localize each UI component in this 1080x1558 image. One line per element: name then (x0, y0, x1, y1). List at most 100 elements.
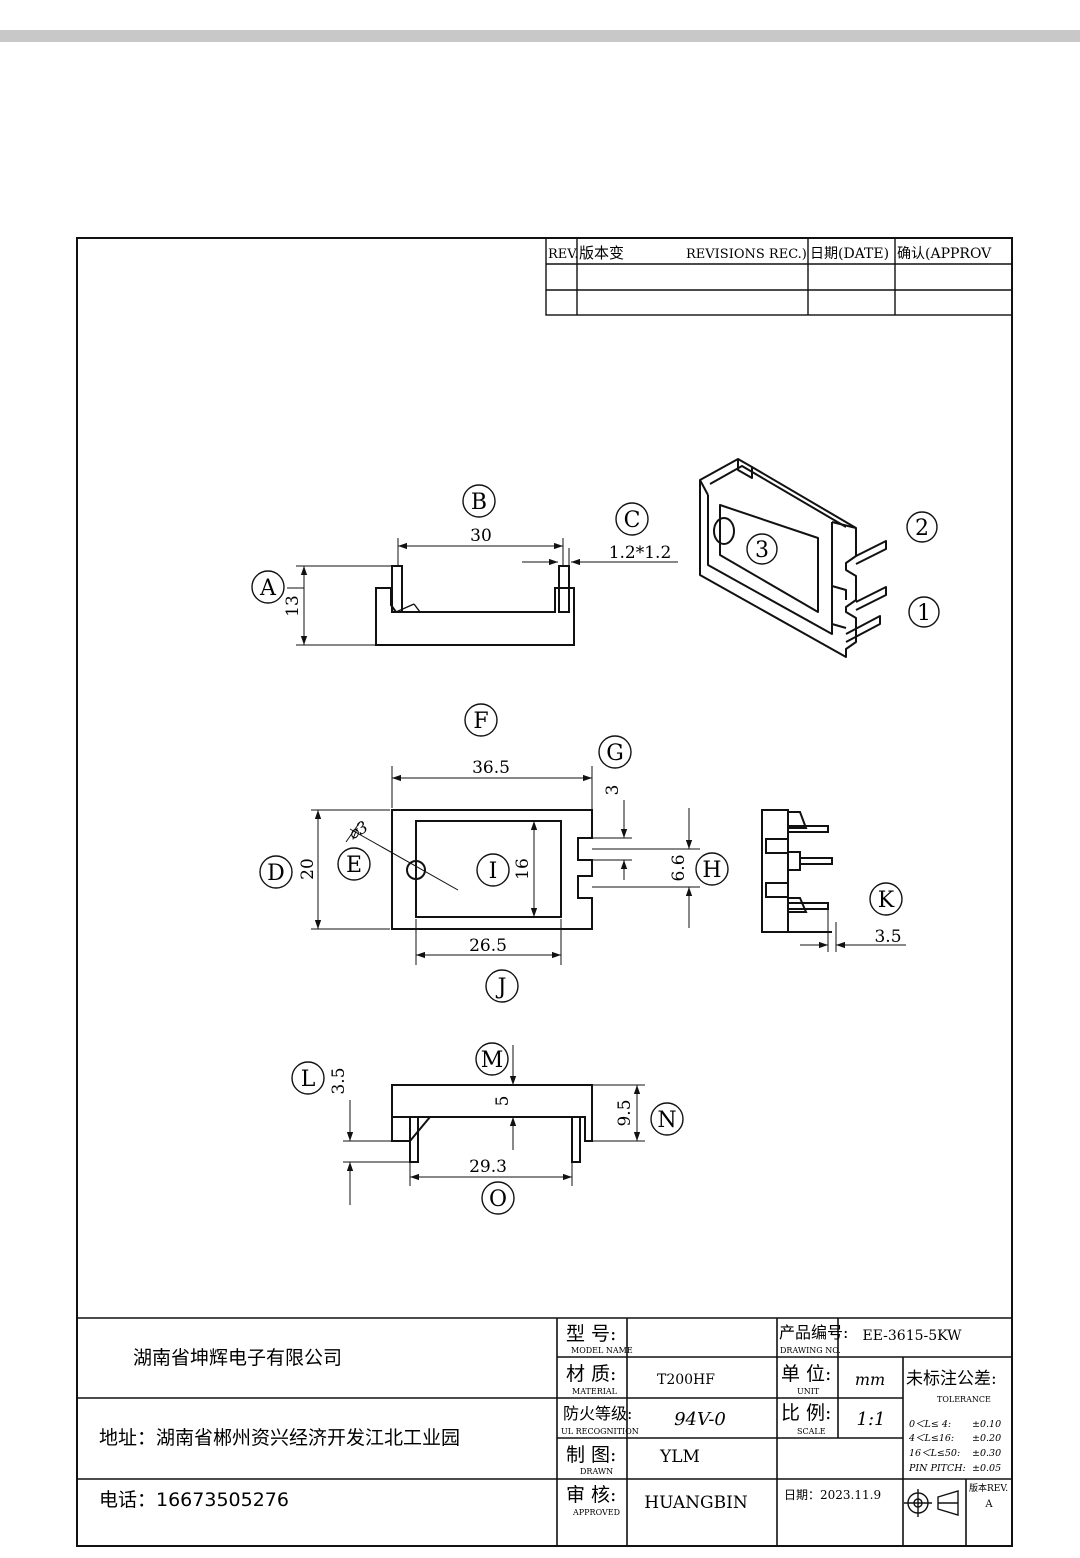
drawing-no-value: EE-3615-5KW (862, 1328, 962, 1344)
rev-header: REV. (548, 247, 579, 262)
revisions-rec-header: REVISIONS REC.) (686, 247, 807, 262)
scale-label: 比 例: (781, 1402, 831, 1424)
unit-label-en: UNIT (797, 1387, 820, 1396)
tolerance-title-en: TOLERANCE (937, 1395, 991, 1404)
bottom-view (391, 1084, 593, 1163)
svg-text:F: F (473, 709, 488, 734)
tolerance-range: PIN PITCH: (908, 1463, 966, 1474)
version-change-header: 版本变 (579, 244, 624, 262)
callout-B: B (462, 484, 496, 518)
callout-F: F (464, 703, 498, 737)
material-value: T200HF (657, 1372, 715, 1388)
approved-label: 审 核: (566, 1484, 616, 1506)
tolerance-range: 0＜L≤ 4: (909, 1419, 951, 1430)
callout-C: C (615, 502, 649, 536)
dim-H-6-6: 6.6 (669, 854, 689, 881)
callout-I: I (476, 853, 510, 887)
tolerance-value: ±0.05 (972, 1463, 1001, 1474)
callout-K: K (869, 882, 903, 916)
drawn-label-en: DRAWN (580, 1467, 613, 1476)
dim-O-29-3: 29.3 (469, 1157, 507, 1177)
dim-L-3-5: 3.5 (329, 1067, 349, 1094)
unit-value: mm (855, 1370, 885, 1389)
dim-J-26-5: 26.5 (469, 936, 507, 956)
model-label-en: MODEL NAME (571, 1346, 633, 1355)
callout-pin-2: 2 (906, 511, 938, 543)
callout-N: N (650, 1102, 684, 1136)
company-name: 湖南省坤辉电子有限公司 (133, 1347, 342, 1369)
svg-text:C: C (624, 508, 641, 533)
dim-A-13: 13 (283, 595, 303, 617)
tolerance-range: 16＜L≤50: (909, 1448, 960, 1459)
drawing-border (76, 237, 1013, 1547)
callout-E: E (337, 847, 371, 881)
callout-G: G (598, 735, 632, 769)
scale-label-en: SCALE (797, 1427, 826, 1436)
callout-L: L (291, 1061, 325, 1095)
flame-rating-value: 94V-0 (674, 1409, 726, 1430)
dim-E-dia-3: ⌀3 (345, 817, 372, 843)
title-block-grid (77, 1317, 1012, 1546)
dim-F-36-5: 36.5 (472, 758, 510, 778)
callout-O: O (481, 1181, 515, 1215)
tolerance-range: 4＜L≤16: (908, 1433, 954, 1444)
svg-text:2: 2 (915, 516, 929, 541)
dim-G-3: 3 (603, 785, 623, 796)
svg-text:G: G (606, 741, 624, 766)
dim-I-16: 16 (513, 858, 533, 880)
tolerance-value: ±0.10 (972, 1419, 1001, 1430)
dim-C-1-2x1-2: 1.2*1.2 (609, 543, 672, 563)
svg-text:J: J (496, 975, 507, 1000)
projection-symbol-icon (904, 1489, 959, 1517)
isometric-view (699, 458, 887, 658)
unit-label: 单 位: (781, 1363, 831, 1385)
drawn-label: 制 图: (566, 1444, 616, 1466)
tolerance-list: 0＜L≤ 4: ±0.10 4＜L≤16: ±0.20 16＜L≤50: ±0.… (908, 1419, 1001, 1474)
tolerance-value: ±0.20 (972, 1433, 1001, 1444)
company-address: 地址：湖南省郴州资兴经济开发江北工业园 (99, 1427, 460, 1449)
revision-label: 版本REV. (969, 1482, 1008, 1494)
svg-text:D: D (267, 861, 285, 886)
dim-N-9-5: 9.5 (615, 1099, 635, 1126)
dim-B-30: 30 (470, 526, 492, 546)
dim-K-3-5: 3.5 (874, 927, 901, 947)
company-phone: 电话：16673505276 (99, 1489, 289, 1511)
callout-pin-3: 3 (746, 533, 778, 565)
svg-text:K: K (878, 888, 895, 913)
callout-A: A (251, 570, 285, 604)
svg-text:I: I (489, 859, 498, 884)
revision-value: A (984, 1499, 993, 1510)
tolerance-value: ±0.30 (972, 1448, 1001, 1459)
flame-rating-label: 防火等级: (563, 1404, 632, 1423)
svg-text:M: M (481, 1048, 504, 1073)
svg-text:B: B (471, 490, 487, 515)
drawn-value: YLM (659, 1447, 700, 1467)
dim-M-5: 5 (493, 1096, 513, 1107)
callout-M: M (475, 1042, 509, 1076)
scale-value: 1:1 (857, 1409, 886, 1430)
svg-text:3: 3 (755, 538, 769, 563)
callout-H: H (695, 852, 729, 886)
date-text: 日期：2023.11.9 (784, 1488, 881, 1502)
drawing-no-label-en: DRAWING NO. (780, 1346, 841, 1355)
scan-top-edge (0, 30, 1080, 42)
svg-text:H: H (702, 858, 721, 883)
flame-rating-label-en: UL RECOGNITION (561, 1427, 639, 1436)
tolerance-title: 未标注公差: (906, 1369, 997, 1389)
svg-text:A: A (259, 576, 277, 601)
callout-pin-1: 1 (908, 596, 940, 628)
revision-table (545, 237, 1013, 316)
side-view (761, 809, 833, 933)
approve-header: 确认(APPROV (897, 246, 992, 262)
material-label: 材 质: (566, 1363, 616, 1385)
svg-text:L: L (301, 1067, 316, 1092)
callout-J: J (485, 969, 519, 1003)
callout-D: D (259, 855, 293, 889)
dim-D-20: 20 (298, 858, 318, 880)
drawing-no-label: 产品编号: (779, 1323, 848, 1342)
svg-text:1: 1 (917, 601, 931, 626)
svg-text:E: E (346, 853, 362, 878)
approved-label-en: APPROVED (572, 1508, 620, 1517)
svg-text:N: N (657, 1108, 676, 1133)
